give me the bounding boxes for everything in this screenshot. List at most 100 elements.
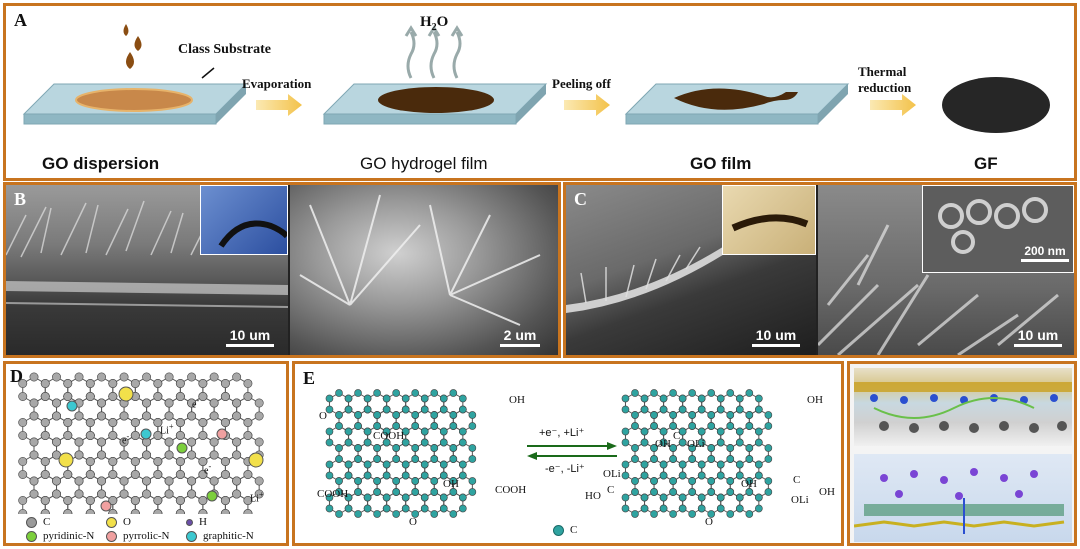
carbon-atom: [119, 372, 129, 382]
carbon-atom: [40, 470, 50, 479]
carbon-atom: [373, 389, 381, 397]
gf-disc: [942, 77, 1050, 133]
carbon-atom: [335, 411, 343, 419]
pointer-line: [201, 67, 215, 79]
group-r-oh-top: OH: [807, 394, 823, 406]
carbon-atom: [716, 438, 725, 447]
carbon-atom: [669, 422, 677, 430]
carbon-atom: [97, 411, 107, 421]
carbon-atom: [344, 394, 353, 403]
carbon-atom: [153, 496, 163, 505]
carbon-atom: [344, 504, 353, 513]
carbon-atom: [209, 450, 219, 460]
carbon-atom: [18, 392, 28, 401]
carbon-atom: [688, 411, 696, 419]
carbon-atom: [678, 438, 687, 447]
carbon-atom: [40, 392, 50, 401]
carbon-atom: [85, 379, 95, 388]
carbon-atom: [631, 422, 639, 430]
carbon-atom: [335, 477, 343, 485]
carbon-atom: [254, 476, 264, 486]
arrow-label-reduction: reduction: [858, 80, 912, 95]
carbon-atom: [735, 504, 744, 513]
carbon-atom: [40, 431, 50, 440]
legend-o-dot: [106, 516, 117, 528]
carbon-atom: [373, 510, 381, 518]
panel-b-label: B: [14, 189, 27, 209]
carbon-atom: [411, 411, 420, 419]
carbon-atom: [325, 493, 334, 502]
carbon-atom: [439, 394, 448, 403]
carbon-atom: [420, 438, 429, 447]
water-o: O: [436, 14, 449, 30]
carbon-atom: [726, 455, 735, 463]
carbon-atom: [354, 422, 362, 430]
group-r-oh-1: OH: [655, 438, 671, 450]
carbon-atom: [29, 437, 39, 447]
carbon-atom: [344, 405, 353, 414]
carbon-atom: [678, 460, 687, 469]
legend-pyrrolic: pyrrolic-N: [106, 530, 169, 542]
carbon-atom: [726, 510, 735, 518]
carbon-atom: [382, 394, 391, 403]
carbon-atom: [430, 477, 439, 485]
carbon-atom: [697, 460, 706, 469]
carbon-atom: [220, 379, 230, 388]
group-l-o: O: [319, 410, 327, 422]
carbon-atom: [459, 504, 467, 513]
carbon-atom: [697, 394, 706, 403]
carbon-atom: [411, 422, 420, 430]
reaction-diagram: [325, 389, 773, 518]
panel-e: E +e⁻, +Li⁺ -e⁻, -Li⁺ OH O COOH COOH OH …: [292, 361, 844, 546]
carbon-atom: [468, 488, 477, 496]
carbon-atom: [74, 372, 84, 382]
carbon-atom: [449, 389, 458, 397]
carbon-atom: [254, 411, 264, 421]
carbon-atom: [420, 394, 429, 403]
label-li-2-text: Li: [250, 493, 259, 505]
carbon-atom: [382, 471, 391, 480]
carbon-atom: [640, 394, 649, 403]
carbon-atom: [439, 427, 448, 436]
group-r-oh-end: OH: [819, 486, 835, 498]
carbon-atom: [18, 379, 28, 388]
carbon-atom: [726, 389, 735, 397]
doped-graphene-diagram: [18, 372, 264, 514]
carbon-atom: [354, 488, 362, 496]
carbon-atom: [175, 470, 185, 479]
carbon-atom: [130, 470, 140, 479]
group-l-o-bottom: O: [409, 516, 417, 528]
carbon-atom: [697, 427, 706, 436]
carbon-atom: [659, 504, 668, 513]
carbon-atom: [449, 488, 458, 496]
water-h: H: [420, 14, 432, 30]
arrow-label-peeling: Peeling off: [552, 76, 611, 91]
legend-h-dot: [186, 518, 193, 526]
carbon-atom: [119, 476, 129, 486]
carbon-atom: [18, 431, 28, 440]
carbon-atom: [97, 437, 107, 447]
carbon-atom: [411, 488, 420, 496]
carbon-atom: [325, 504, 334, 513]
carbon-atom: [678, 427, 687, 436]
carbon-atom: [325, 427, 334, 436]
legend-c: C: [26, 516, 50, 528]
carbon-atom: [164, 372, 174, 382]
carbon-atom: [52, 411, 61, 421]
carbon-atom: [220, 457, 230, 466]
carbon-atom: [119, 437, 129, 447]
carbon-atom: [153, 457, 163, 466]
carbon-atom: [430, 510, 439, 518]
glass-substrate-1: [22, 83, 248, 125]
carbon-atom: [459, 405, 467, 414]
carbon-atom: [97, 489, 107, 499]
carbon-atom: [640, 504, 649, 513]
carbon-atom: [631, 477, 639, 485]
panel-d: D C O H pyridinic-N pyrrolic-N graphitic…: [3, 361, 289, 546]
carbon-atom: [97, 476, 107, 486]
dopant-atom: [216, 428, 228, 440]
glass-substrate-3: [624, 83, 850, 125]
carbon-atom: [716, 471, 725, 480]
carbon-atom: [755, 493, 763, 502]
carbon-atom: [449, 510, 458, 518]
